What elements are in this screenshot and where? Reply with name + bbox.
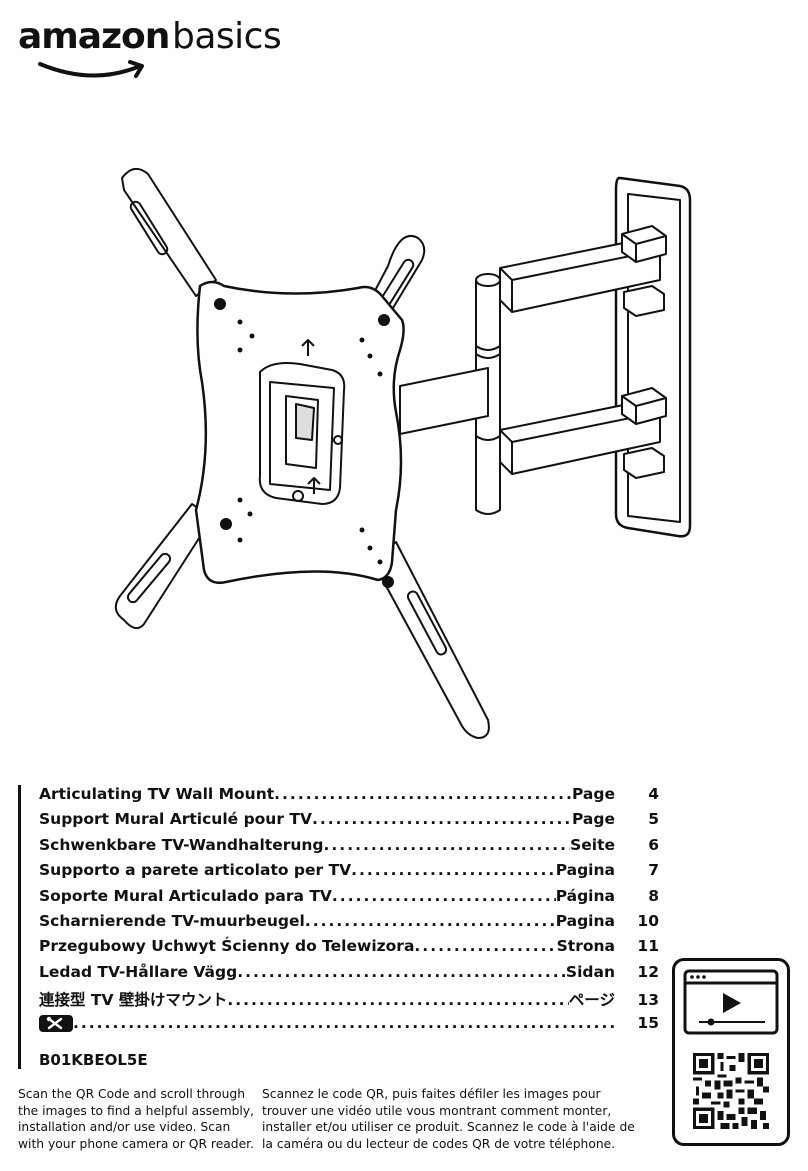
toc-row: Supporto a parete articolato per TVPagin… <box>39 861 659 886</box>
brand-name-basics: basics <box>172 16 282 57</box>
tools-icon <box>39 1014 73 1032</box>
product-sku: B01KBEOL5E <box>39 1050 148 1069</box>
toc-row: Ledad TV-Hållare VäggSidan12 <box>39 963 659 988</box>
toc-row: Articulating TV Wall MountPage4 <box>39 785 659 810</box>
brand-logo: amazon basics <box>18 16 288 86</box>
toc-row: Schwenkbare TV-WandhalterungSeite6 <box>39 836 659 861</box>
smile-arrow-icon <box>38 60 144 78</box>
toc-row: Support Mural Articulé pour TVPage5 <box>39 810 659 835</box>
toc-row: Przegubowy Uchwyt Ścienny do TelewizoraS… <box>39 937 659 962</box>
video-qr-box <box>672 958 790 1146</box>
brand-name-amazon: amazon <box>18 16 170 57</box>
scan-note-fr: Scannez le code QR, puis faites défiler … <box>262 1087 635 1151</box>
video-player-icon <box>683 969 779 1035</box>
table-of-contents: Articulating TV Wall MountPage4 Support … <box>18 785 659 1069</box>
qr-code-icon <box>693 1053 769 1129</box>
scan-note-en: Scan the QR Code and scroll through the … <box>18 1087 255 1151</box>
tv-wall-mount-illustration <box>114 167 692 739</box>
toc-row: 15 <box>39 1014 659 1039</box>
toc-row: Scharnierende TV-muurbeugelPagina10 <box>39 912 659 937</box>
toc-row: Soporte Mural Articulado para TVPágina8 <box>39 887 659 912</box>
toc-row: 連接型 TV 壁掛けマウントページ13 <box>39 988 659 1013</box>
